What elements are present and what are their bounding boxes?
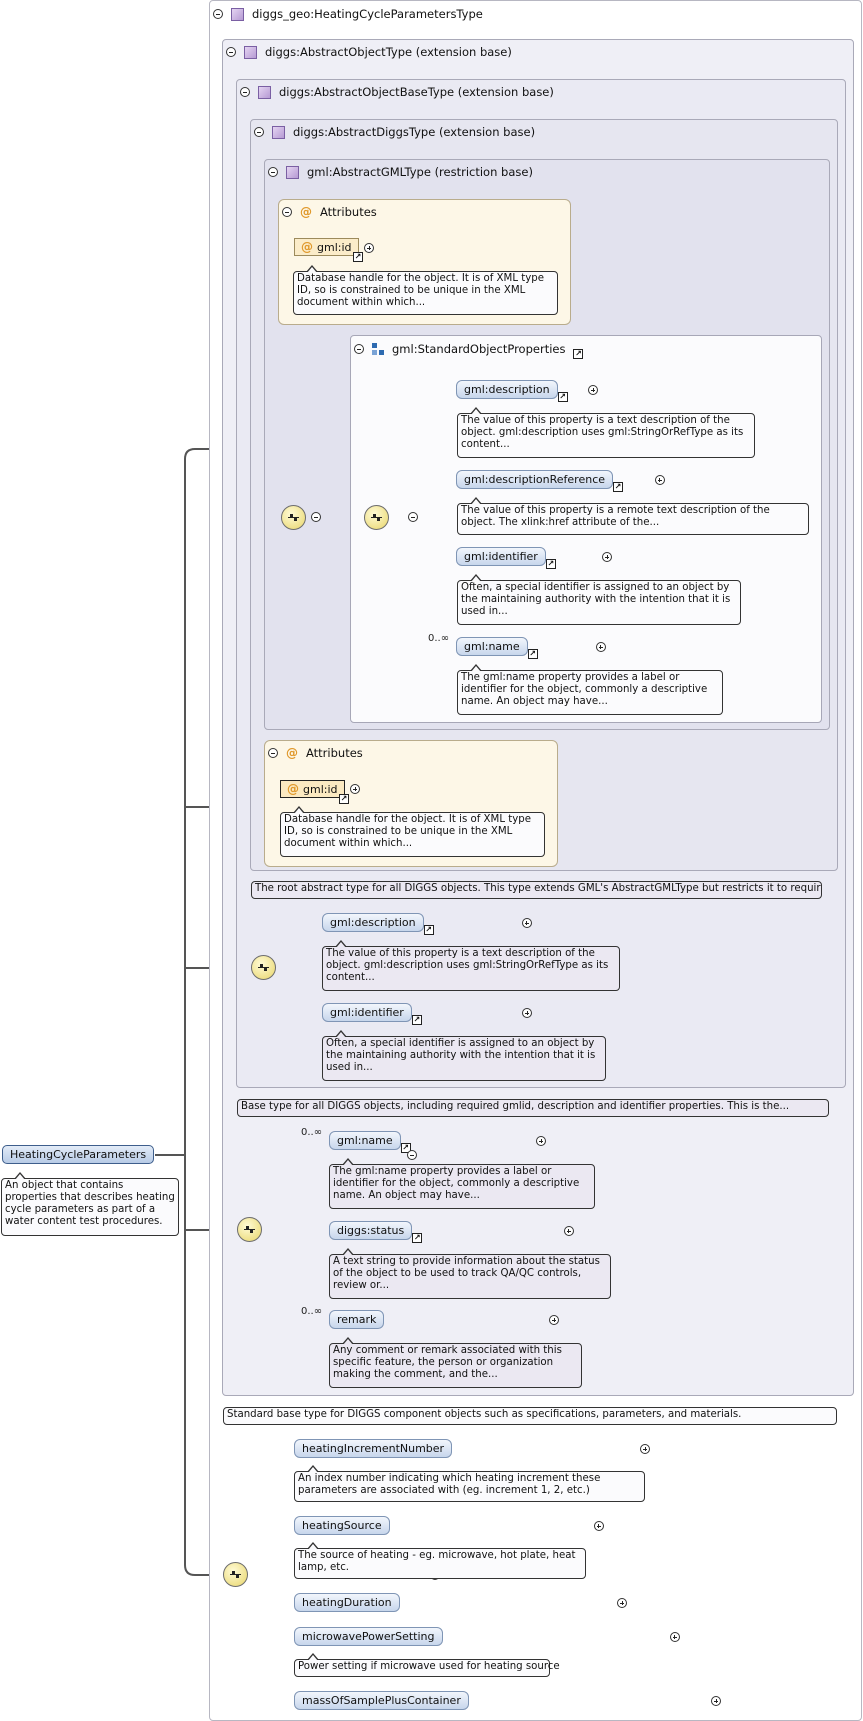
element-heating-source[interactable]: heatingSource: [294, 1516, 390, 1535]
element-documentation: The value of this property is a text des…: [457, 407, 755, 458]
expand-toggle[interactable]: [595, 642, 606, 652]
attribute-documentation: Database handle for the object. It is of…: [293, 265, 558, 315]
expand-toggle[interactable]: [522, 1008, 532, 1018]
element-documentation: The gml:name property provides a label o…: [329, 1158, 595, 1209]
element-remark[interactable]: remark: [329, 1310, 385, 1329]
expand-toggle[interactable]: [536, 1136, 546, 1146]
attribute-icon: @: [301, 240, 313, 254]
reference-arrow-icon: [573, 349, 584, 359]
complex-type-icon: [231, 7, 244, 21]
element-documentation: Power setting if microwave used for heat…: [294, 1653, 560, 1677]
reference-arrow-icon: [557, 392, 568, 402]
collapse-toggle[interactable]: [406, 1150, 417, 1160]
collapse-toggle[interactable]: [226, 47, 236, 57]
element-heating-increment-number[interactable]: heatingIncrementNumber: [294, 1439, 453, 1458]
type-documentation: Standard base type for DIGGS component o…: [223, 1407, 837, 1425]
sequence-compositor: [223, 1562, 248, 1587]
expand-toggle[interactable]: [602, 552, 612, 562]
type-name: diggs_geo:HeatingCycleParametersType: [252, 7, 483, 21]
expand-toggle[interactable]: [521, 918, 532, 928]
reference-arrow-icon: [400, 1143, 411, 1153]
attributes-label: Attributes: [306, 746, 363, 760]
element-documentation: The gml:name property provides a label o…: [457, 664, 723, 715]
cardinality-label: 0..∞: [428, 633, 450, 644]
complex-type-icon: [286, 165, 299, 179]
reference-arrow-icon: [412, 1233, 423, 1243]
type-name: diggs:AbstractObjectBaseType (extension …: [279, 85, 554, 99]
attribute-icon: @: [287, 782, 299, 796]
type-documentation: The root abstract type for all DIGGS obj…: [251, 881, 822, 899]
attribute-documentation: Database handle for the object. It is of…: [280, 806, 545, 857]
reference-arrow-icon: [527, 649, 538, 659]
collapse-toggle[interactable]: [311, 512, 321, 522]
type-name: gml:AbstractGMLType (restriction base): [307, 165, 533, 179]
collapse-toggle[interactable]: [407, 512, 418, 522]
collapse-toggle[interactable]: [213, 9, 223, 19]
expand-toggle[interactable]: [617, 1598, 627, 1608]
attributes-label: Attributes: [320, 205, 377, 219]
element-microwave-power-setting[interactable]: microwavePowerSetting: [294, 1627, 443, 1646]
element-gml-description-reference[interactable]: gml:descriptionReference: [456, 470, 624, 492]
reference-arrow-icon: [545, 559, 556, 569]
collapse-toggle[interactable]: [354, 344, 364, 354]
expand-toggle[interactable]: [711, 1696, 721, 1706]
element-documentation: The value of this property is a text des…: [322, 940, 620, 991]
expand-toggle[interactable]: [549, 1315, 559, 1325]
element-documentation: Often, a special identifier is assigned …: [457, 574, 741, 625]
sequence-compositor: [364, 505, 389, 530]
attribute-icon: @: [286, 746, 298, 760]
element-documentation: Any comment or remark associated with th…: [329, 1337, 582, 1388]
expand-toggle[interactable]: [350, 784, 360, 794]
element-gml-identifier[interactable]: gml:identifier: [322, 1003, 422, 1025]
expand-toggle[interactable]: [640, 1444, 650, 1454]
element-documentation: A text string to provide information abo…: [329, 1248, 611, 1299]
collapse-toggle[interactable]: [282, 207, 292, 217]
collapse-toggle[interactable]: [254, 127, 264, 137]
element-heating-duration[interactable]: heatingDuration: [294, 1593, 400, 1612]
expand-toggle[interactable]: [588, 385, 598, 395]
sequence-compositor: [251, 955, 276, 980]
root-element-documentation: An object that contains properties that …: [1, 1172, 179, 1236]
reference-arrow-icon: [411, 1015, 422, 1025]
type-name: diggs:AbstractObjectType (extension base…: [265, 45, 512, 59]
complex-type-icon: [258, 85, 271, 99]
reference-arrow-icon: [613, 482, 624, 492]
expand-toggle[interactable]: [593, 1521, 604, 1531]
reference-arrow-icon: [423, 925, 434, 935]
complex-type-icon: [272, 125, 285, 139]
collapse-toggle[interactable]: [268, 748, 278, 758]
element-mass-of-sample-plus-container[interactable]: massOfSamplePlusContainer: [294, 1691, 469, 1710]
group-icon: [372, 343, 384, 355]
element-documentation: An index number indicating which heating…: [294, 1465, 645, 1502]
collapse-toggle[interactable]: [240, 87, 250, 97]
expand-toggle[interactable]: [654, 475, 665, 485]
cardinality-label: 0..∞: [301, 1306, 323, 1317]
reference-arrow-icon: [353, 252, 363, 262]
reference-arrow-icon: [339, 794, 349, 804]
type-name: diggs:AbstractDiggsType (extension base): [293, 125, 536, 139]
element-documentation: The value of this property is a remote t…: [457, 497, 809, 535]
expand-toggle[interactable]: [669, 1632, 680, 1642]
element-gml-description[interactable]: gml:description: [322, 913, 434, 935]
element-documentation: The source of heating - eg. microwave, h…: [294, 1542, 586, 1579]
type-documentation: Base type for all DIGGS objects, includi…: [237, 1099, 829, 1117]
element-documentation: Often, a special identifier is assigned …: [322, 1030, 606, 1081]
element-gml-identifier[interactable]: gml:identifier: [456, 547, 556, 569]
element-diggs-status[interactable]: diggs:status: [329, 1221, 423, 1243]
attribute-icon: @: [300, 205, 312, 219]
attribute-gml-id[interactable]: @ gml:id: [280, 780, 345, 798]
cardinality-label: 0..∞: [301, 1127, 323, 1138]
collapse-toggle[interactable]: [268, 167, 278, 177]
sequence-compositor: [281, 505, 306, 530]
root-element-heating-cycle-parameters[interactable]: HeatingCycleParameters: [2, 1145, 155, 1164]
attribute-gml-id[interactable]: @ gml:id: [294, 238, 359, 256]
element-gml-name[interactable]: gml:name: [456, 637, 538, 659]
sequence-compositor: [237, 1217, 262, 1242]
complex-type-icon: [244, 45, 257, 59]
element-gml-name[interactable]: gml:name: [329, 1131, 411, 1153]
expand-toggle[interactable]: [364, 243, 374, 253]
element-gml-description[interactable]: gml:description: [456, 380, 568, 402]
group-name: gml:StandardObjectProperties: [392, 342, 566, 356]
expand-toggle[interactable]: [563, 1226, 574, 1236]
